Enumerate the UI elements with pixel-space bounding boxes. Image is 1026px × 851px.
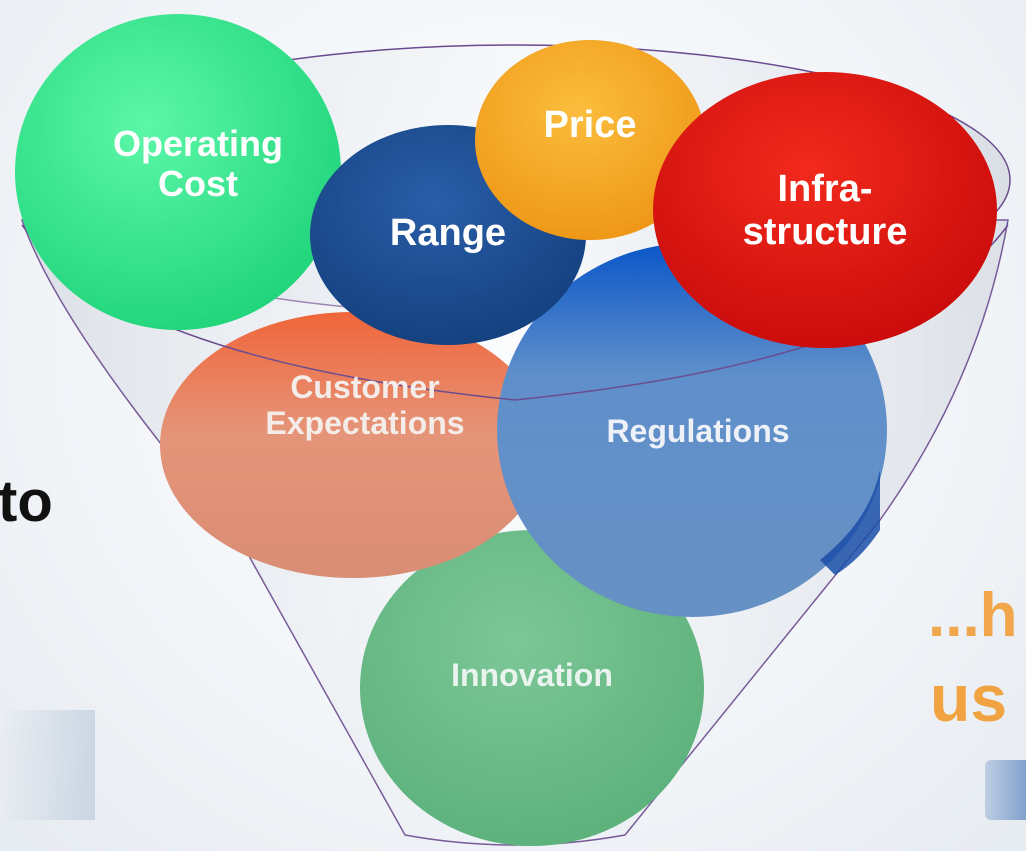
right-text-fragment-2: us: [930, 661, 1008, 735]
operating-cost-bubble: [15, 14, 341, 330]
customer-expectations-label: Customer Expectations: [240, 369, 490, 442]
infrastructure-label: Infra- structure: [705, 168, 945, 253]
customer-expectations-bubble: [160, 312, 546, 578]
innovation-bubble: [360, 530, 704, 846]
price-bubble: [475, 40, 705, 240]
regulations-label: Regulations: [606, 413, 790, 449]
left-text-fragment: to: [0, 469, 53, 534]
customer-expectations-line2: Expectations: [265, 404, 465, 441]
price-label: Price: [543, 104, 637, 146]
regulations-edge: [820, 470, 880, 575]
range-label: Range: [389, 212, 507, 254]
right-text-fragment-1: ...h: [928, 581, 1018, 650]
operating-cost-line1: Operating: [112, 123, 283, 164]
operating-cost-line2: Cost: [158, 163, 238, 205]
background-building-right: [985, 760, 1026, 820]
infrastructure-line1: Infra-: [777, 168, 873, 210]
innovation-label: Innovation: [451, 657, 613, 693]
background-building-left: [0, 710, 95, 820]
operating-cost-label: Operating Cost: [88, 123, 308, 205]
infrastructure-line2: structure: [742, 210, 908, 253]
customer-expectations-line1: Customer: [290, 369, 440, 405]
infrastructure-bubble: [653, 72, 997, 348]
